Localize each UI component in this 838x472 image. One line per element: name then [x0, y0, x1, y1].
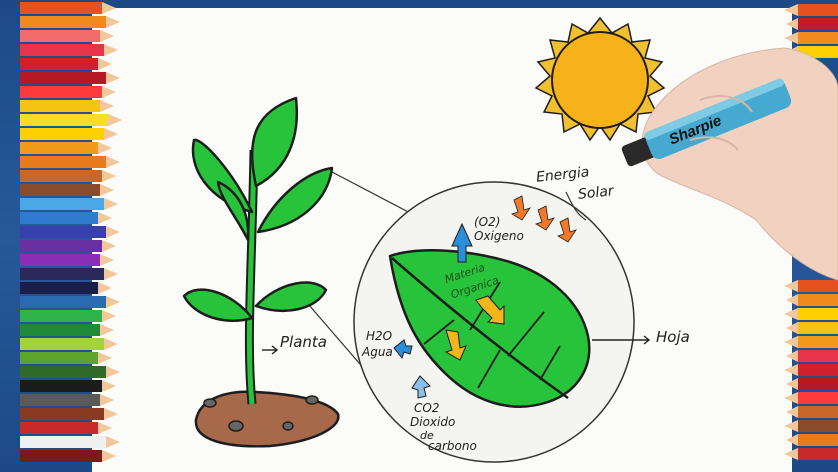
- planta-pointer: [262, 346, 277, 354]
- label-co2: CO2: [414, 402, 439, 414]
- label-carbono: carbono: [428, 440, 477, 452]
- label-dioxido: Dioxido: [410, 416, 455, 428]
- label-agua: Agua: [362, 346, 393, 358]
- label-solar: Solar: [577, 184, 614, 202]
- label-planta: Planta: [280, 335, 327, 350]
- label-h2o: H2O: [366, 330, 392, 342]
- label-o2: (O2): [474, 216, 500, 228]
- label-oxigeno: Oxigeno: [474, 230, 524, 242]
- label-hoja: Hoja: [656, 330, 690, 345]
- sun-icon: [536, 18, 664, 140]
- plant-icon: [184, 98, 338, 446]
